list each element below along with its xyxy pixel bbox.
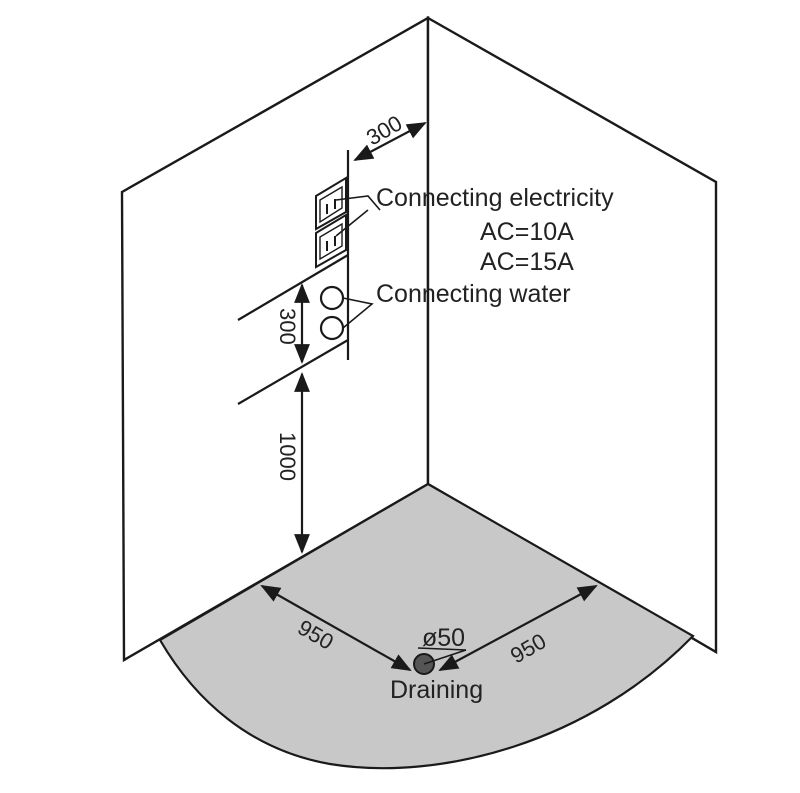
ac-15a-label: AC=15A [480,248,574,276]
wall-height-label: 1000 [275,432,300,481]
water-connection-upper [319,285,345,311]
outlet-bottom-guideline [237,339,349,405]
outlet-lower [315,213,347,269]
outlet-height-label: 300 [275,308,300,345]
outlet-upper [315,176,347,231]
electricity-leader [335,195,381,211]
electricity-label: Connecting electricity [376,184,614,212]
left-depth-dimension-line [260,585,412,671]
right-wall [426,15,718,655]
electrical-outlets [315,176,347,269]
water-leader [342,297,374,329]
draining-label: Draining [390,676,483,704]
water-label: Connecting water [376,280,571,308]
drain-diameter-label: ø50 [422,624,465,652]
right-depth-dimension-line [438,585,598,671]
drain-diameter-leader [423,649,467,665]
ac-10a-label: AC=10A [480,218,574,246]
outlet-top-guideline [237,254,349,321]
outlet-offset-dimension-line [353,122,427,161]
water-connection-lower [319,315,345,341]
shower-floor [158,482,695,770]
